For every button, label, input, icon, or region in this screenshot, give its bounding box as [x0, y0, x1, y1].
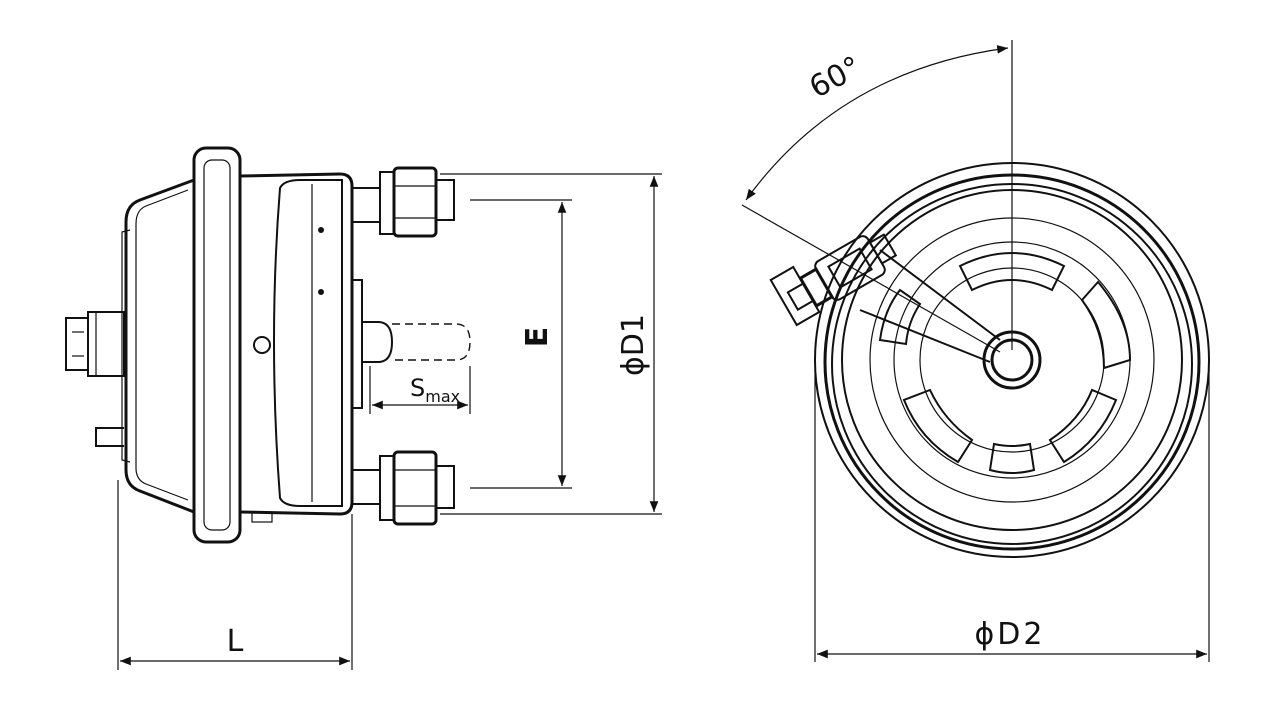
- port-hole: [253, 336, 271, 354]
- label-smax-sub: max: [425, 387, 460, 406]
- mounting-bolt-top: [351, 166, 455, 238]
- mounting-bolt-bottom: [351, 450, 455, 526]
- label-e: E: [520, 327, 555, 348]
- clamp-ring: [192, 146, 242, 544]
- side-view: L Smax E ϕD1: [65, 146, 662, 670]
- front-housing: [239, 172, 354, 516]
- label-d2: ϕD2: [975, 617, 1046, 652]
- pushrod-stroke-outline: [392, 323, 471, 361]
- air-fitting: [65, 311, 125, 377]
- front-view: 60° ϕD2: [741, 40, 1210, 662]
- label-smax-main: S: [410, 374, 425, 402]
- rear-housing: [124, 178, 195, 514]
- label-l: L: [227, 624, 244, 659]
- label-d1: ϕD1: [616, 314, 651, 376]
- angle-arc: [745, 45, 1009, 201]
- label-smax: Smax: [410, 374, 460, 406]
